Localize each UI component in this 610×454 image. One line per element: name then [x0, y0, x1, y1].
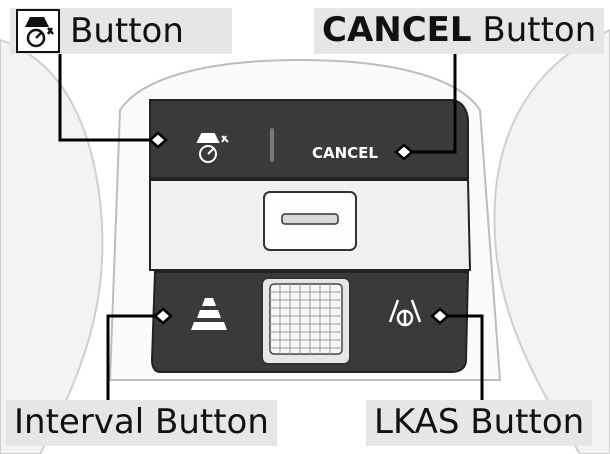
- wheel-rim-right: [493, 28, 610, 454]
- acc-arrowhead: [148, 131, 168, 149]
- center-toggle-slot: [281, 213, 339, 225]
- cancel-suffix: Button: [471, 10, 597, 50]
- lkas-icon[interactable]: [388, 299, 422, 327]
- acc-button-label: Button: [10, 8, 232, 54]
- acc-car-speedometer-icon: [25, 17, 54, 48]
- acc-icon-box: [16, 9, 60, 53]
- lkas-button-label: LKAS Button: [366, 400, 593, 446]
- interval-arrowhead: [153, 307, 173, 325]
- cancel-leader-line: [412, 50, 457, 154]
- acc-leader-line: [58, 50, 150, 142]
- thumbwheel[interactable]: [269, 283, 343, 355]
- leader-lines: [58, 50, 484, 404]
- cancel-arrowhead: [394, 143, 414, 161]
- acc-button-label-text: Button: [70, 11, 184, 51]
- interval-icon[interactable]: [191, 298, 227, 330]
- lkas-arrowhead: [430, 307, 450, 325]
- upper-switch-panel: [149, 99, 469, 179]
- leader-arrowheads: [148, 131, 450, 325]
- lkas-leader-line: [448, 314, 484, 404]
- interval-button-label: Interval Button: [6, 400, 277, 446]
- cancel-button-label: CANCEL Button: [314, 8, 605, 54]
- wheel-cancel-text: CANCEL: [312, 144, 378, 162]
- wheel-rim-left: [0, 38, 104, 454]
- cancel-word: CANCEL: [322, 10, 472, 50]
- interval-leader-line: [106, 314, 155, 404]
- acc-icon[interactable]: [196, 133, 229, 163]
